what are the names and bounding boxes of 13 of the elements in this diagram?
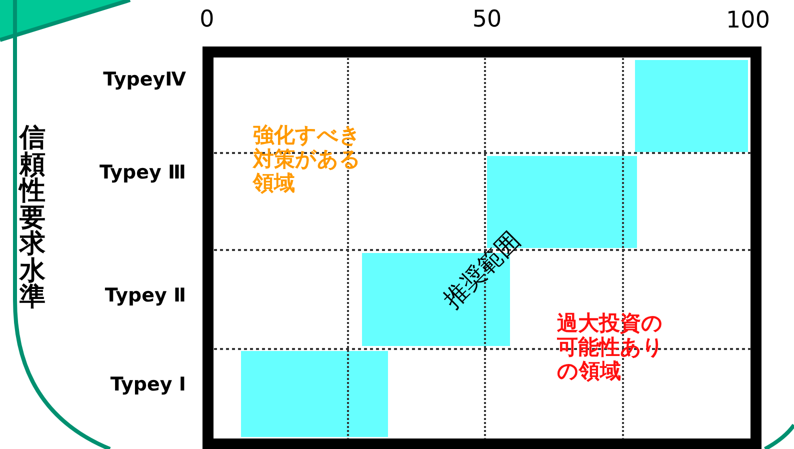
- region-note: 過大投資の可能性ありの領域: [557, 311, 665, 384]
- axis-tick-label: 0: [200, 8, 214, 32]
- recommended-band: [635, 60, 748, 152]
- region-note: 強化すべき対策がある領域: [253, 123, 362, 196]
- band-label: 推奨範囲: [440, 228, 524, 312]
- axis-tick-label: 100: [726, 10, 770, 32]
- recommended-band: [241, 351, 388, 437]
- type-label: Typey Ⅰ: [110, 376, 186, 394]
- type-label: Typey Ⅱ: [104, 286, 186, 306]
- type-label: Typey Ⅲ: [99, 164, 186, 182]
- type-label: TypeyⅣ: [103, 70, 186, 90]
- axis-tick-label: 50: [472, 8, 502, 32]
- axis-title: 信頼性要求水準: [19, 125, 46, 311]
